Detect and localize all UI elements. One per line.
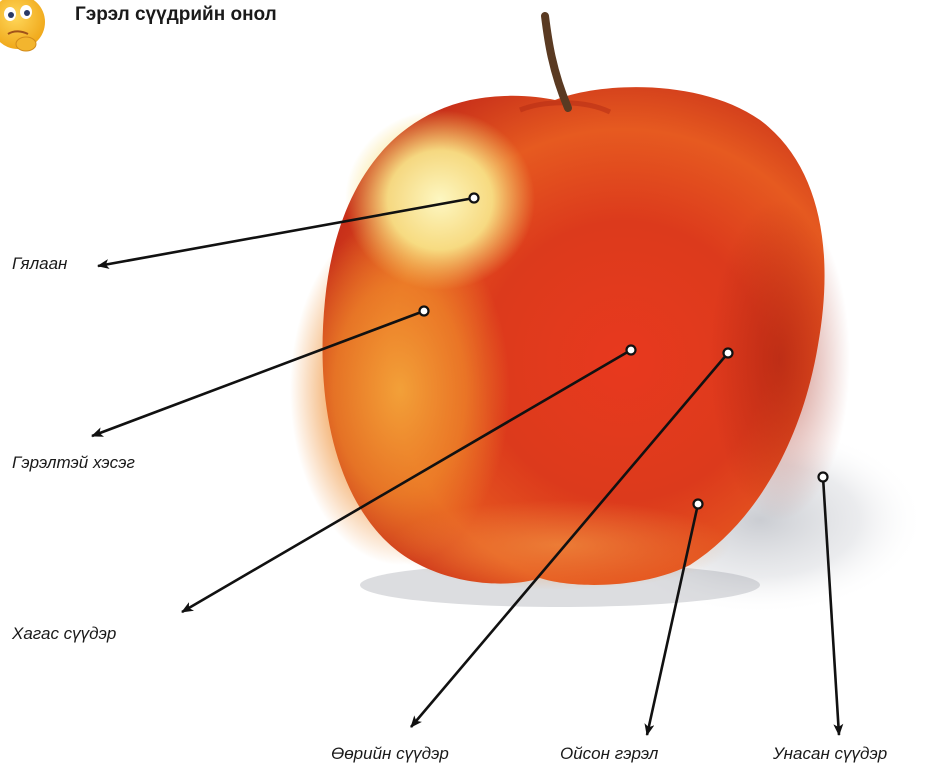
label-half-shadow: Хагас сүүдэр: [12, 624, 116, 644]
label-highlight: Гялаан: [12, 254, 67, 274]
label-cast-shadow: Унасан сүүдэр: [773, 744, 887, 764]
apple: [290, 87, 850, 590]
highlight-area: [345, 110, 535, 290]
label-lit-area: Гэрэлтэй хэсэг: [12, 453, 135, 473]
label-reflected-light: Ойсон гэрэл: [560, 744, 658, 764]
label-core-shadow: Өөрийн сүүдэр: [331, 744, 449, 764]
apple-stem: [545, 16, 568, 108]
page-title: Гэрэл сүүдрийн онол: [75, 4, 277, 26]
thinking-face-emoji-icon: [0, 0, 45, 51]
